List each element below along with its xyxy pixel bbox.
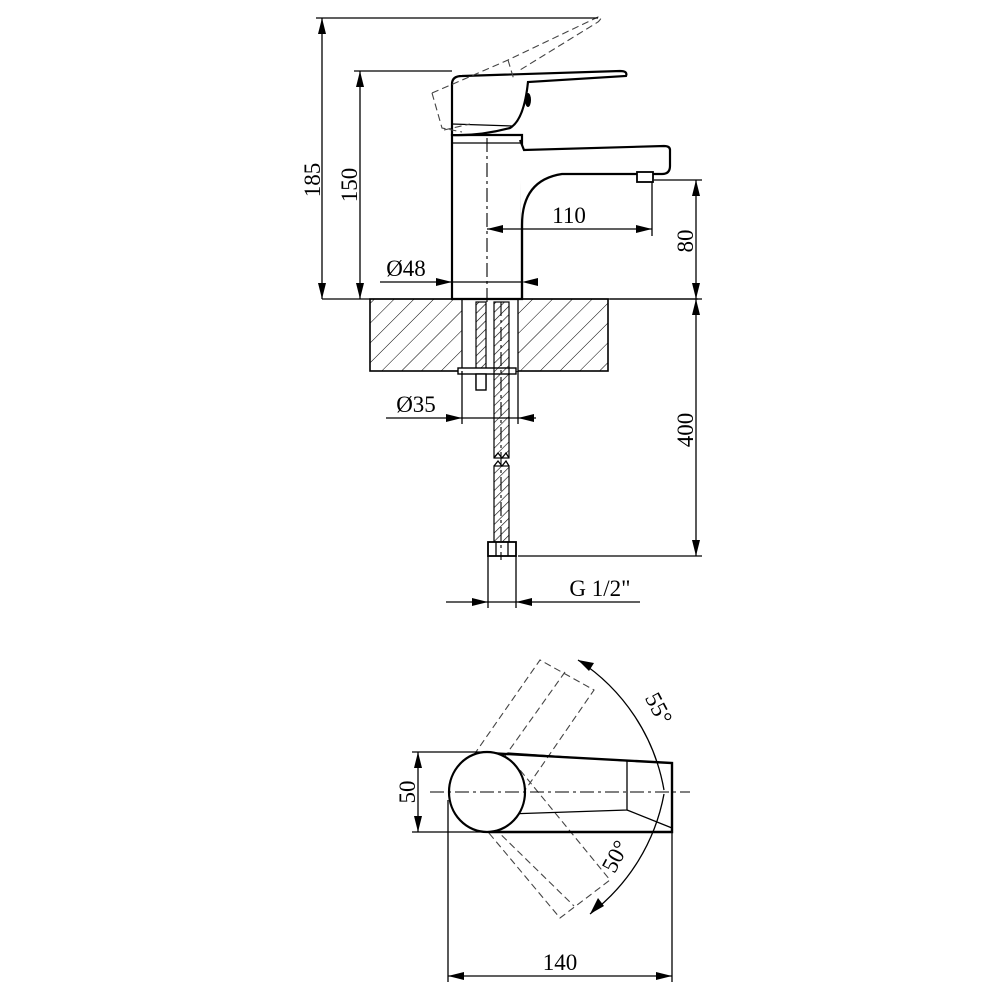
countertop-section — [322, 298, 698, 372]
angle-left-label: 55° — [640, 688, 677, 728]
angle-right-label: 50° — [597, 836, 634, 876]
handle-rotation-outline-right — [467, 769, 611, 919]
lever-handle — [450, 69, 628, 137]
dim-connection-thread — [446, 556, 640, 608]
side-view: 185 150 110 80 — [300, 16, 702, 608]
dim-spout-height — [354, 70, 452, 299]
mounting-stud — [457, 301, 517, 391]
dim-hole-diameter-label: Ø35 — [396, 392, 436, 417]
dim-body-diameter-label: Ø48 — [386, 256, 426, 281]
dim-hose-length — [518, 298, 702, 557]
dim-connection-thread-label: G 1/2" — [569, 576, 630, 601]
dim-total-height — [316, 17, 598, 299]
dim-handle-width-label: 50 — [395, 781, 420, 804]
dim-total-height-label: 185 — [300, 163, 325, 198]
dim-outlet-height — [654, 179, 702, 299]
dim-spout-reach-label: 110 — [552, 203, 586, 228]
dim-outlet-height-label: 80 — [673, 230, 698, 253]
angle-arc-left — [577, 659, 665, 791]
dim-hose-length-label: 400 — [673, 413, 698, 448]
lever-handle-raised-outline — [431, 16, 602, 133]
dim-handle-width — [412, 751, 488, 833]
dim-total-length — [447, 800, 673, 982]
dim-spout-reach — [487, 182, 653, 236]
dim-body-diameter — [380, 278, 538, 286]
dim-hole-diameter — [386, 371, 536, 424]
dim-spout-height-label: 150 — [337, 168, 362, 203]
top-view: 55° 50° 50 140 — [395, 659, 690, 982]
dim-total-length-label: 140 — [543, 950, 578, 975]
angle-arc-right — [589, 793, 665, 915]
